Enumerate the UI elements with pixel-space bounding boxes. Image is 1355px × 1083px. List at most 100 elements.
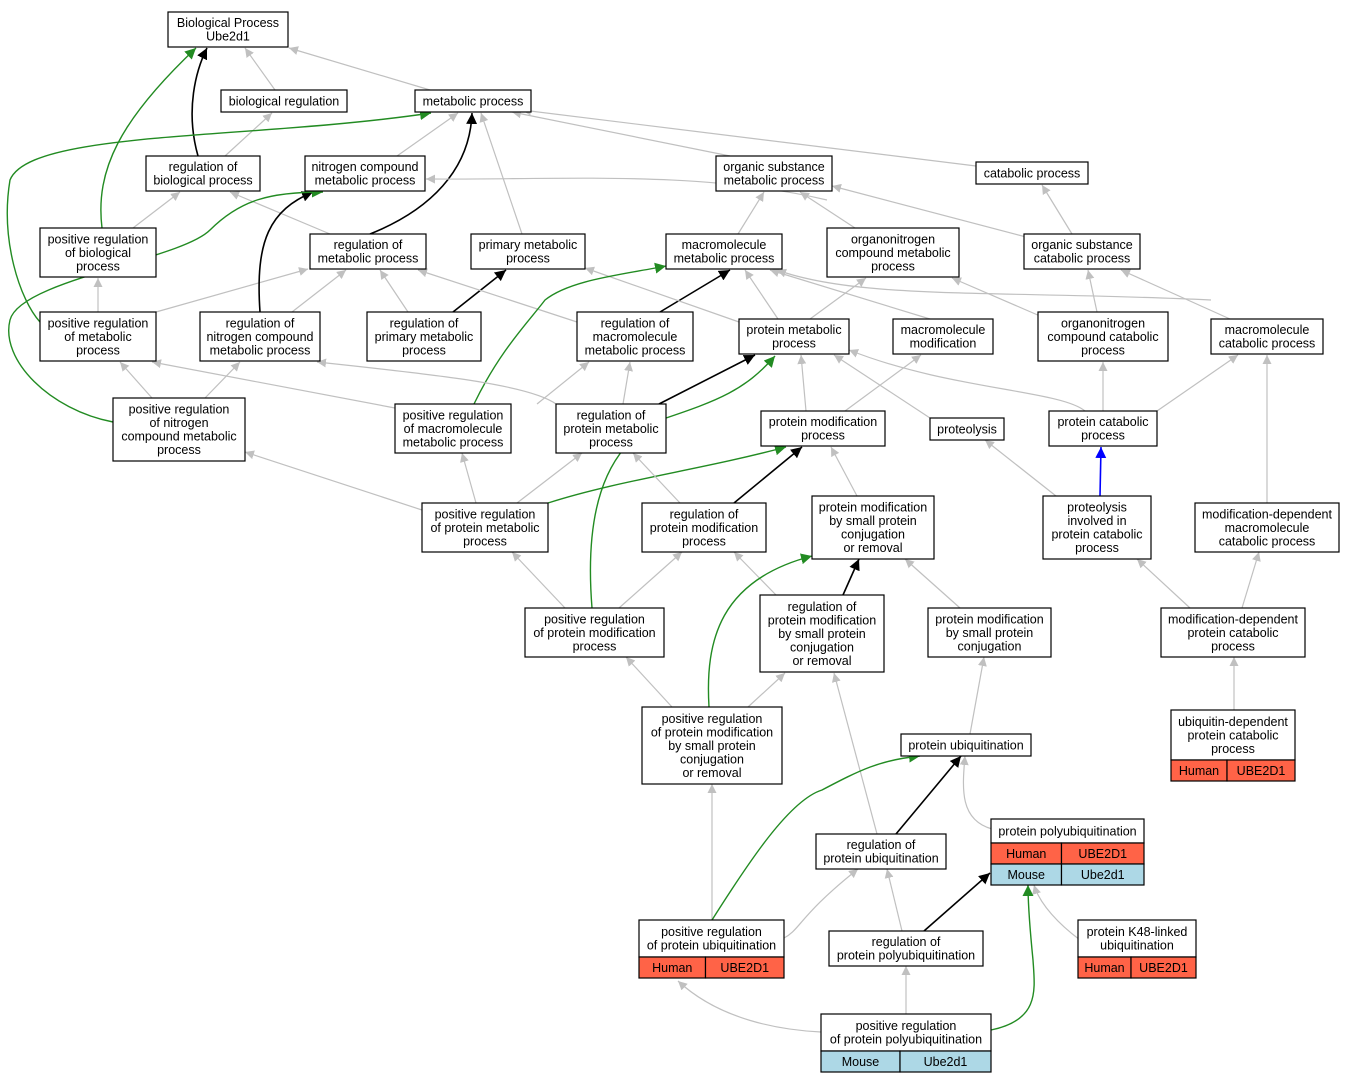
node-label-line: conjugation [790, 640, 854, 654]
edge-protmet-to-macro [744, 269, 779, 320]
edge-regnit-to-nitro [258, 191, 314, 313]
node-label-line: primary metabolic [375, 330, 474, 344]
node-label-line: or removal [843, 541, 902, 555]
node-label-line: protein modification [935, 612, 1043, 626]
node-box [1170, 709, 1296, 761]
edge-line [316, 358, 557, 405]
edge-orgnitcat-to-orgnit [951, 277, 1041, 317]
edge-line [622, 361, 633, 405]
edge-line [733, 551, 777, 596]
edge-line [904, 558, 961, 609]
edge-line [797, 354, 807, 412]
go-term-node-moddepmacro[interactable]: modification-dependentmacromoleculecatab… [1194, 502, 1340, 553]
go-term-node-catab[interactable]: catabolic process [975, 161, 1089, 185]
edge-line [155, 267, 309, 313]
node-box [820, 1013, 992, 1052]
go-term-node-metab[interactable]: metabolic process [414, 89, 532, 113]
edge-line [951, 277, 1041, 317]
edge-line [6, 109, 432, 323]
edge-line [677, 980, 822, 1033]
species-label: Mouse [1007, 868, 1045, 882]
node-label-line: of protein metabolic [430, 521, 539, 535]
gene-label: Ube2d1 [924, 1055, 968, 1069]
edge-macromod-to-macro [769, 268, 931, 320]
node-label-line: protein ubiquitination [823, 852, 938, 866]
edge-line [799, 191, 856, 229]
edge-regpoly-to-regprotubi [884, 868, 903, 932]
edge-line [132, 191, 181, 229]
node-label-line: process [1211, 742, 1255, 756]
node-box [167, 11, 289, 48]
edge-line [1085, 269, 1098, 313]
node-label-line: process [589, 435, 633, 449]
node-label-line: proteolysis [937, 422, 997, 436]
edge-line [291, 269, 347, 313]
edge-line [547, 444, 787, 504]
edge-regpmsmall-to-pmsmall [842, 558, 860, 596]
go-term-node-protubi[interactable]: protein ubiquitination [900, 733, 1032, 757]
node-label-line: or removal [682, 766, 741, 780]
edge-line [417, 268, 578, 323]
edge-line [288, 46, 431, 91]
edge-line [521, 106, 977, 167]
node-box [1042, 495, 1152, 560]
go-term-node-bioreg[interactable]: biological regulation [220, 89, 348, 113]
edge-line [744, 269, 779, 320]
node-label-line: macromolecule [901, 323, 986, 337]
node-box [892, 318, 994, 355]
go-term-node-proteolysis[interactable]: proteolysis [929, 417, 1005, 441]
node-label-line: positive regulation [403, 408, 504, 422]
edge-regprotmet-to-regprim [316, 358, 557, 405]
node-label-line: by small protein [778, 627, 866, 641]
edge-metab-to-bp [288, 46, 431, 91]
node-label-line: positive regulation [544, 612, 645, 626]
edge-posregpmsmall-to-posregprotmod [625, 656, 673, 708]
node-box [641, 502, 767, 553]
edge-line [625, 656, 673, 708]
edge-line [809, 277, 867, 320]
edge-pmsmall-to-protmod [830, 446, 858, 497]
